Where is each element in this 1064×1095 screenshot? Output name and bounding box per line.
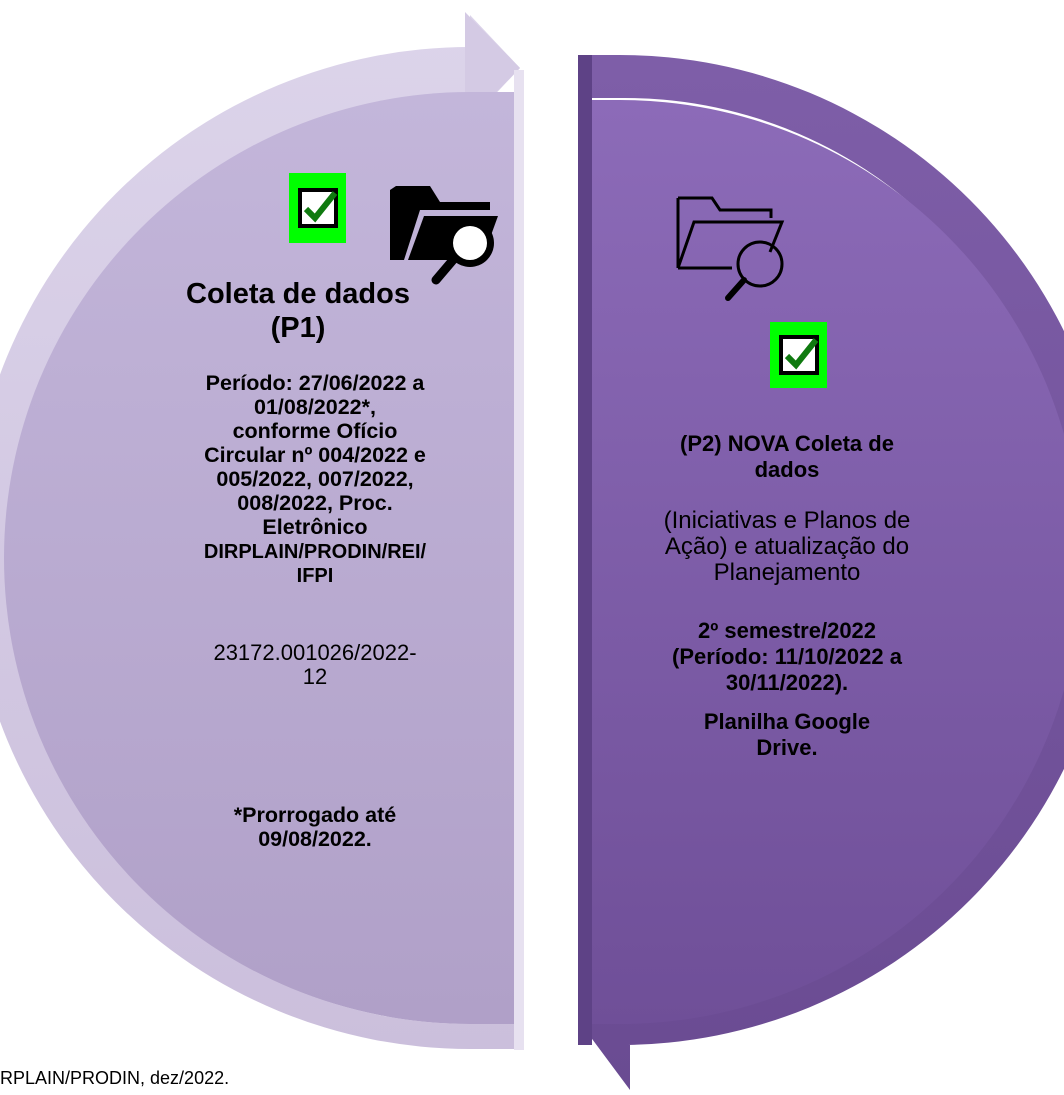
left-period: Período: 27/06/2022 a 01/08/2022*, confo… — [204, 371, 426, 539]
left-half-disk — [4, 92, 518, 1024]
left-edge — [514, 70, 524, 1050]
right-period: 2º semestre/2022 (Período: 11/10/2022 a … — [672, 618, 902, 695]
checkbox-checked-icon — [770, 322, 827, 388]
folder-search-icon — [390, 186, 498, 285]
left-process-number: 23172.001026/2022- 12 — [213, 640, 417, 689]
folder-search-icon — [676, 196, 785, 301]
right-edge — [578, 55, 592, 1045]
right-title: (P2) NOVA Coleta de dados — [680, 431, 894, 482]
right-half-disk — [590, 100, 1064, 1024]
left-process-org: DIRPLAIN/PRODIN/REI/ IFPI — [203, 541, 427, 587]
footer-source: RPLAIN/PRODIN, dez/2022. — [0, 1068, 230, 1088]
left-title: Coleta de dados (P1) — [186, 278, 410, 344]
right-description: (Iniciativas e Planos de Ação) e atualiz… — [663, 507, 911, 586]
checkbox-checked-icon — [289, 173, 346, 243]
right-tool: Planilha Google Drive. — [703, 709, 871, 760]
left-extension-note: *Prorrogado até 09/08/2022. — [233, 803, 397, 851]
